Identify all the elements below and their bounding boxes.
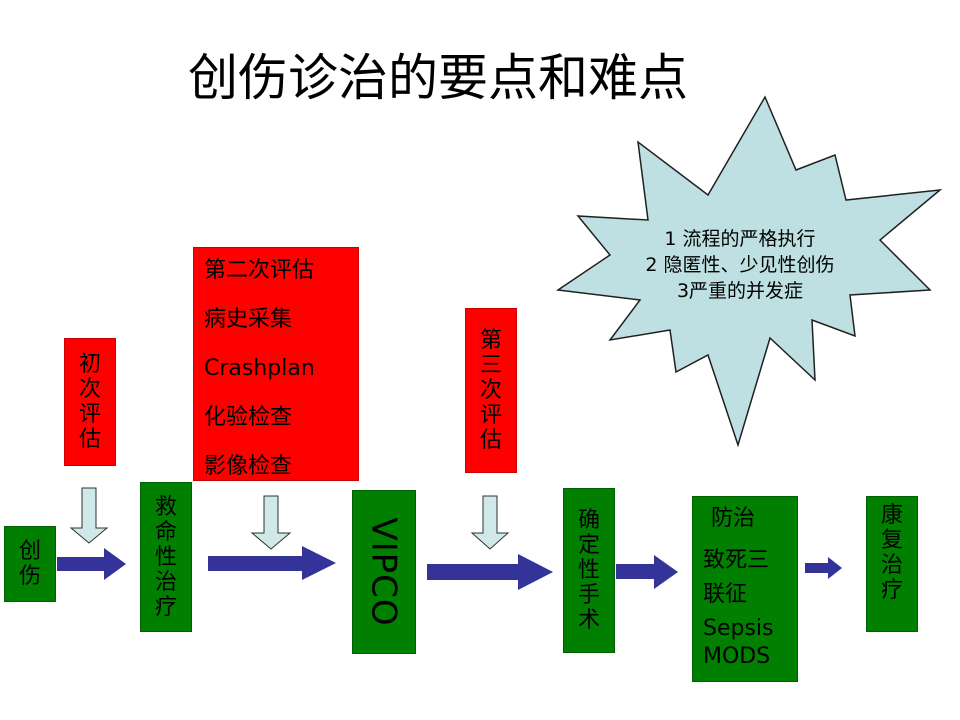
box-rehab: 康复治疗 xyxy=(866,496,918,632)
starburst-line: 2 隐匿性、少见性创伤 xyxy=(645,254,835,276)
box-vipco xyxy=(352,490,416,654)
box-rehab-label: 康复治疗 xyxy=(881,503,904,603)
box-lifesaving-label: 救命性治疗 xyxy=(155,494,178,620)
box-lifesaving: 救命性治疗 xyxy=(140,482,192,632)
box-third-eval: 第三次评估 xyxy=(465,308,517,473)
down-arrow-third xyxy=(470,495,510,550)
arrow-prevent-to-rehab xyxy=(805,557,842,579)
box-vipco-label-wrap: VIPCO xyxy=(352,490,416,654)
box-second-eval: 第二次评估 病史采集 Crashplan 化验检查 影像检查 xyxy=(193,247,359,481)
box-definitive-surgery: 确定性手术 xyxy=(563,488,615,653)
box-initial-eval-label: 初次评估 xyxy=(79,352,102,452)
prevent-line: MODS xyxy=(703,644,771,669)
box-trauma-label: 创伤 xyxy=(19,539,42,589)
page-title: 创伤诊治的要点和难点 xyxy=(188,49,688,107)
second-eval-line: 化验检查 xyxy=(204,405,293,430)
starburst-line: 3严重的并发症 xyxy=(676,280,804,302)
box-vipco-label: VIPCO xyxy=(364,517,405,627)
starburst-text: 1 流程的严格执行 2 隐匿性、少见性创伤 3严重的并发症 xyxy=(590,226,890,304)
box-prevent: 防治 致死三 联征 Sepsis MODS xyxy=(692,496,798,682)
second-eval-line: 影像检查 xyxy=(204,454,293,479)
second-eval-line: Crashplan xyxy=(204,356,315,381)
down-arrow-initial xyxy=(69,487,109,544)
arrow-vipco-to-surgery xyxy=(427,554,553,590)
second-eval-line: 第二次评估 xyxy=(204,258,315,283)
starburst-shape xyxy=(555,95,943,448)
prevent-line: 致死三 xyxy=(703,548,770,573)
prevent-line: 防治 xyxy=(711,506,756,531)
second-eval-line: 病史采集 xyxy=(204,307,293,332)
prevent-line: Sepsis xyxy=(703,616,774,641)
down-arrow-second xyxy=(250,495,292,550)
box-initial-eval: 初次评估 xyxy=(64,338,116,466)
box-definitive-surgery-label: 确定性手术 xyxy=(578,508,601,633)
box-third-eval-label: 第三次评估 xyxy=(480,328,503,453)
prevent-line: 联征 xyxy=(703,582,748,607)
box-trauma: 创伤 xyxy=(4,526,56,602)
arrow-surgery-to-prevent xyxy=(616,555,678,589)
arrow-lifesaving-to-vipco xyxy=(208,546,336,580)
starburst-line: 1 流程的严格执行 xyxy=(664,228,816,250)
arrow-trauma-to-lifesaving xyxy=(57,548,126,580)
